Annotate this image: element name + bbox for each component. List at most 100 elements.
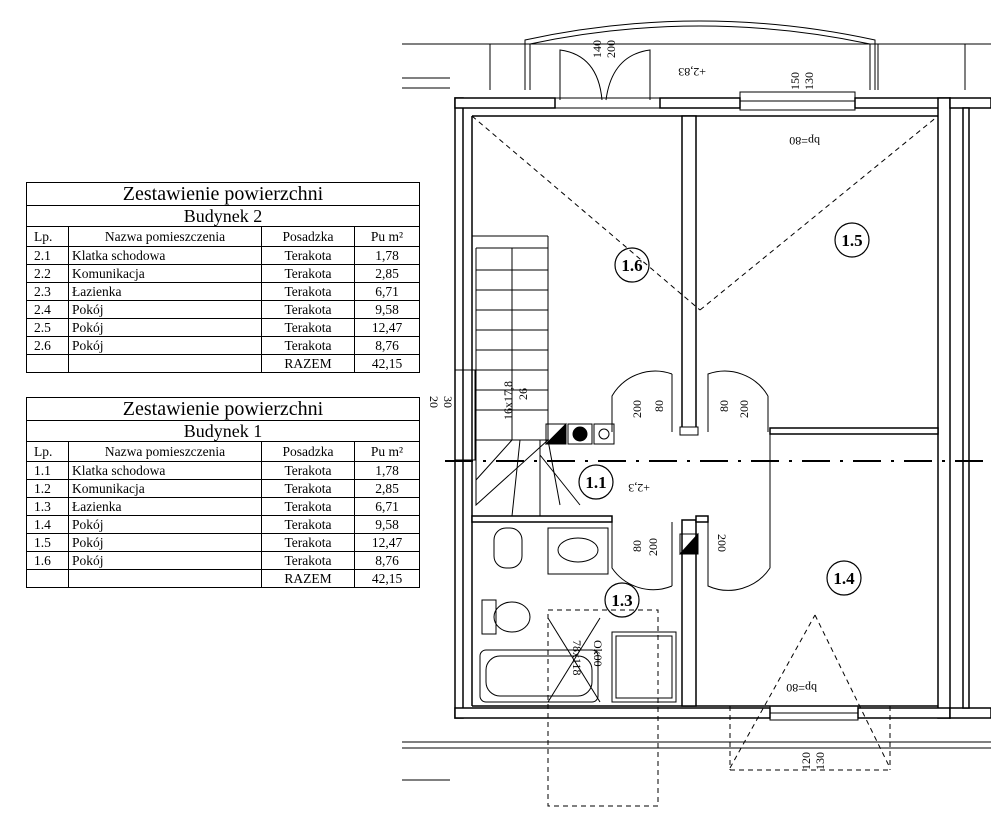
- cell-lp: 1.1: [27, 462, 69, 479]
- cell-name: [69, 355, 262, 372]
- cell-area: 6,71: [375, 499, 399, 514]
- balcony-door: [559, 49, 651, 101]
- cell-floor: Terakota: [262, 552, 355, 569]
- dim-bottom-window-b: 130: [813, 752, 827, 770]
- cell-lp: [27, 570, 69, 587]
- cell-lp: 1.6: [27, 552, 69, 569]
- header-name: Nazwa pomieszczenia: [69, 227, 262, 246]
- cell-area: 1,78: [375, 248, 399, 263]
- dim-top-window-a: 150: [788, 72, 802, 90]
- dim-wall-b: 20: [427, 396, 441, 408]
- sill-height-bottom: bp=80: [786, 681, 817, 695]
- header-floor: Posadzka: [262, 442, 355, 461]
- cell-area: 6,71: [375, 284, 399, 299]
- stairs-width: 26: [516, 388, 530, 400]
- dim-top-door-b: 200: [604, 40, 618, 58]
- cell-lp: 2.4: [27, 301, 69, 318]
- cell-area: 9,58: [375, 517, 399, 532]
- cell-floor: Terakota: [262, 301, 355, 318]
- dim-top-window-b: 130: [802, 72, 816, 90]
- table-title: Zestawienie powierzchni: [27, 183, 419, 206]
- header-lp: Lp.: [27, 227, 69, 246]
- table-row: RAZEM 42,15: [27, 355, 419, 372]
- area-table-building-1: Zestawienie powierzchni Budynek 1 Lp. Na…: [26, 397, 420, 588]
- header-floor: Posadzka: [262, 227, 355, 246]
- dim-door-lu-a: 200: [630, 400, 644, 418]
- level-top: +2,83: [678, 65, 706, 79]
- cell-floor: Terakota: [262, 480, 355, 497]
- ducts: [544, 422, 699, 555]
- dim-door-ll-a: 80: [630, 540, 644, 552]
- cell-area: 2,85: [375, 266, 399, 281]
- cell-name: Pokój: [69, 534, 262, 551]
- dim-bottom-window-a: 120: [799, 752, 813, 770]
- cell-lp: [27, 355, 69, 372]
- cell-lp: 1.5: [27, 534, 69, 551]
- dim-door-rl-a: 200: [715, 534, 729, 552]
- door-swings: [611, 370, 771, 591]
- room-labels: 1.6 1.5 1.1 1.4 1.3: [585, 231, 862, 610]
- stairs-dimension: 16x17,8: [501, 381, 515, 420]
- cell-lp: 2.5: [27, 319, 69, 336]
- cell-area: 9,58: [375, 302, 399, 317]
- site-lines: [402, 20, 991, 781]
- header-name: Nazwa pomieszczenia: [69, 442, 262, 461]
- cell-name: Pokój: [69, 337, 262, 354]
- cell-name: Łazienka: [69, 498, 262, 515]
- table-header-row: Lp. Nazwa pomieszczenia Posadzka Pu m²: [27, 227, 419, 247]
- cell-name: Pokój: [69, 301, 262, 318]
- dim-door-lu-b: 80: [652, 400, 666, 412]
- dim-door-ll-b: 200: [646, 538, 660, 556]
- cell-area: 12,47: [371, 320, 403, 335]
- room-label-1-5: 1.5: [841, 231, 862, 250]
- table-header-row: Lp. Nazwa pomieszczenia Posadzka Pu m²: [27, 442, 419, 462]
- cell-name: Klatka schodowa: [69, 247, 262, 264]
- cell-lp: 2.6: [27, 337, 69, 354]
- shower-dimension: 78x118: [570, 640, 584, 676]
- cell-floor: Terakota: [262, 247, 355, 264]
- header-area: Pu m²: [370, 229, 404, 244]
- cell-name: Pokój: [69, 319, 262, 336]
- cell-floor: Terakota: [262, 462, 355, 479]
- room-label-1-1: 1.1: [585, 473, 606, 492]
- outer-walls: [454, 97, 991, 719]
- cell-area: 42,15: [371, 571, 403, 586]
- cell-area: 42,15: [371, 356, 403, 371]
- dimension-labels: 140 200 150 130 120 130 200 80 80 200 80…: [427, 40, 827, 770]
- cell-lp: 1.3: [27, 498, 69, 515]
- cell-area: 8,76: [375, 553, 399, 568]
- cell-floor: Terakota: [262, 283, 355, 300]
- bathroom-fixtures: [479, 527, 677, 703]
- roof-slopes: [471, 115, 939, 807]
- cell-name: Łazienka: [69, 283, 262, 300]
- cell-name: [69, 570, 262, 587]
- stairs: [472, 235, 581, 517]
- partitions: [471, 115, 939, 707]
- cell-area: 8,76: [375, 338, 399, 353]
- table-title: Zestawienie powierzchni: [27, 398, 419, 421]
- table-subtitle: Budynek 2: [27, 206, 419, 227]
- cell-floor: RAZEM: [262, 570, 355, 587]
- cell-name: Pokój: [69, 516, 262, 533]
- cell-floor: RAZEM: [262, 355, 355, 372]
- cell-floor: Terakota: [262, 265, 355, 282]
- cell-lp: 1.2: [27, 480, 69, 497]
- room-circles: [578, 222, 870, 618]
- cell-floor: Terakota: [262, 534, 355, 551]
- cell-area: 2,85: [375, 481, 399, 496]
- cell-lp: 2.2: [27, 265, 69, 282]
- cell-floor: Terakota: [262, 516, 355, 533]
- room-label-1-4: 1.4: [833, 569, 855, 588]
- cell-name: Komunikacja: [69, 265, 262, 282]
- inner-wall-lines: [471, 115, 938, 707]
- cell-floor: Terakota: [262, 337, 355, 354]
